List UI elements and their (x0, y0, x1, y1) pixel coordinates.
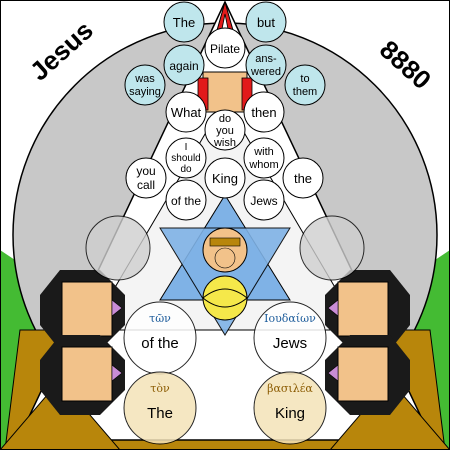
word-should: should (171, 153, 200, 164)
word-ans: ans- (255, 53, 277, 65)
top-figure (197, 71, 253, 113)
word-i: I (185, 142, 188, 153)
word-was: was (134, 73, 155, 85)
word-with: with (253, 146, 274, 158)
word-but: but (257, 15, 275, 30)
word-saying: saying (129, 86, 161, 98)
sun (202, 275, 248, 321)
word-what: What (171, 105, 202, 120)
translucent-circle-right (299, 215, 365, 281)
word-the: The (173, 15, 195, 30)
word-pilate: Pilate (210, 42, 240, 56)
word-the-2: the (294, 171, 312, 186)
word-you-1: you (216, 125, 234, 137)
label-the: The (147, 405, 173, 422)
label-jews: Jews (273, 335, 307, 352)
side-figure-right-bottom (325, 335, 410, 415)
word-wish: wish (213, 137, 236, 149)
word-circles (124, 1, 326, 221)
word-wered: wered (250, 66, 281, 78)
side-figure-left-top (40, 270, 125, 350)
word-them: them (293, 86, 317, 98)
word-again: again (169, 59, 198, 73)
sun-petals (202, 288, 248, 308)
greek-ton: τῶν (149, 312, 171, 325)
word-you-2: you (136, 164, 155, 178)
word-of-the-top: of the (171, 194, 201, 208)
translucent-circle-left (85, 215, 151, 281)
center-figure (202, 227, 248, 273)
word-call: call (137, 178, 155, 192)
word-whom: whom (248, 159, 278, 171)
greek-ioudaion: Ιουδαίων (264, 312, 316, 325)
word-king-top: King (212, 171, 238, 186)
word-do-2: do (180, 164, 192, 175)
word-to: to (300, 73, 309, 85)
side-figure-right-top (325, 270, 410, 350)
word-then: then (251, 105, 276, 120)
label-of-the: of the (141, 335, 179, 352)
side-figure-left-bottom (40, 335, 125, 415)
label-king: King (275, 405, 305, 422)
bottom-circle-the (123, 371, 197, 445)
greek-ton-2: τὸν (150, 382, 170, 395)
greek-basilea: βασιλέα (267, 382, 313, 395)
bottom-circle-king (253, 371, 327, 445)
word-do-1: do (219, 113, 231, 125)
word-jews-top: Jews (250, 194, 277, 208)
